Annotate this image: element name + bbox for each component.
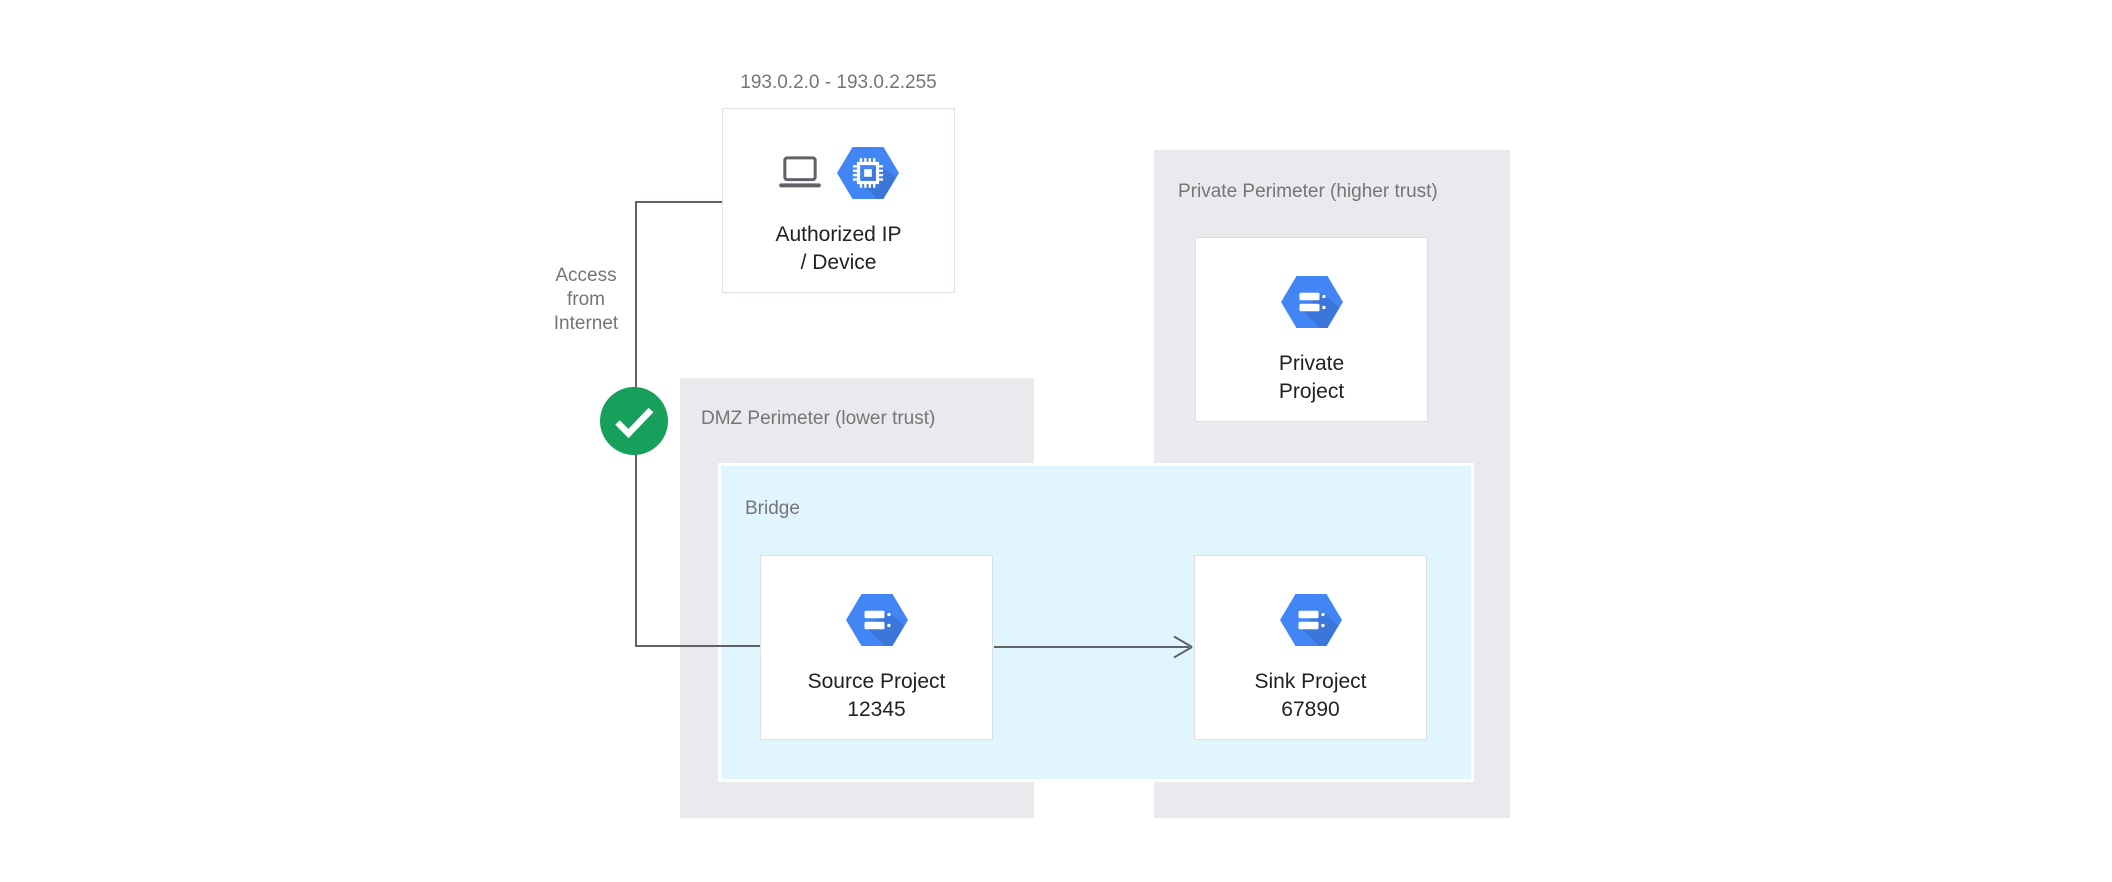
- sink-project-node: Sink Project 67890: [1194, 555, 1427, 740]
- access-label-line: from: [567, 289, 605, 310]
- authorized-node-icons: [777, 145, 900, 201]
- private-project-node: Private Project: [1195, 237, 1428, 422]
- node-label: Authorized IP / Device: [775, 221, 901, 277]
- access-allowed-check-badge: [600, 387, 668, 455]
- authorized-ip-device-node: Authorized IP / Device: [722, 108, 955, 293]
- node-label: Private Project: [1279, 350, 1344, 406]
- node-label-line1: Private: [1278, 352, 1345, 375]
- node-label: Sink Project 67890: [1254, 668, 1366, 724]
- source-node-icons: [845, 592, 909, 648]
- node-label-line2: Project: [1278, 380, 1345, 403]
- node-label-line1: Authorized IP: [775, 223, 902, 246]
- node-label: Source Project 12345: [808, 668, 946, 724]
- private-project-node-icons: [1280, 274, 1344, 330]
- project-hexagon-icon: [1280, 276, 1343, 328]
- access-label-line: Access: [555, 265, 617, 286]
- node-label-line1: Sink Project: [1254, 670, 1367, 693]
- node-label-line1: Source Project: [807, 670, 946, 693]
- laptop-icon: [779, 156, 821, 188]
- check-icon: [615, 407, 654, 439]
- access-label-line: Internet: [553, 313, 619, 334]
- source-project-node: Source Project 12345: [760, 555, 993, 740]
- project-hexagon-icon: [1279, 594, 1342, 646]
- node-label-line2: / Device: [800, 251, 877, 274]
- access-from-internet-label: Access from Internet: [528, 264, 644, 336]
- bridge-title: Bridge: [745, 498, 800, 519]
- private-perimeter-title: Private Perimeter (higher trust): [1178, 181, 1438, 202]
- ip-range-label: 193.0.2.0 - 193.0.2.255: [740, 72, 937, 93]
- project-hexagon-icon: [845, 594, 908, 646]
- dmz-perimeter-title: DMZ Perimeter (lower trust): [701, 408, 936, 429]
- compute-engine-hexagon-icon: [837, 147, 899, 199]
- sink-node-icons: [1279, 592, 1343, 648]
- node-label-line2: 67890: [1281, 698, 1340, 721]
- node-label-line2: 12345: [847, 698, 906, 721]
